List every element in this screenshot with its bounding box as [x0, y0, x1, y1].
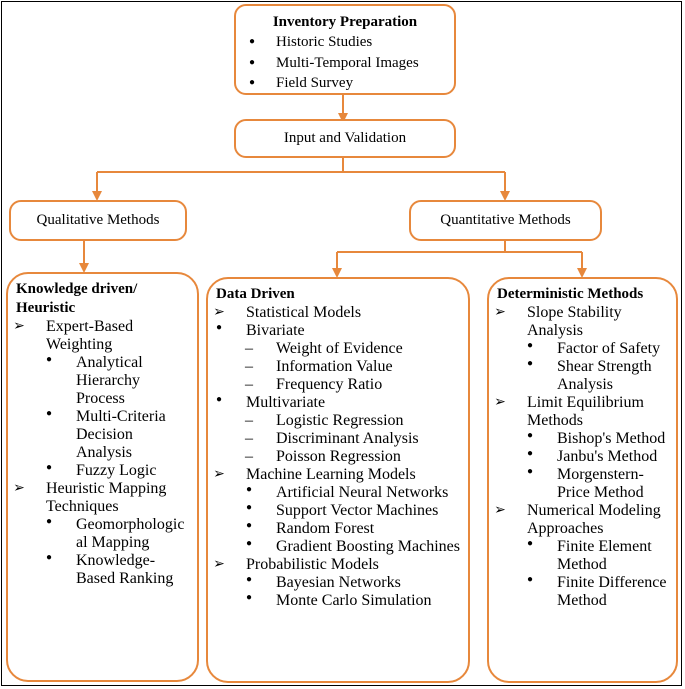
bullet-icon: ●	[526, 358, 534, 369]
list-item: ●Finite Element Method	[497, 538, 670, 574]
list-item: ●Random Forest	[216, 520, 462, 538]
arrowhead-bullet-icon: ➢	[13, 319, 25, 334]
bullet-icon: ●	[526, 466, 534, 477]
list-item: –Logistic Regression	[216, 412, 462, 430]
arrowhead-bullet-icon: ➢	[13, 481, 25, 496]
arrowhead-bullet-icon: ➢	[213, 305, 225, 320]
list-item: –Discriminant Analysis	[216, 430, 462, 448]
inventory-item: Multi-Temporal Images	[236, 53, 454, 74]
list-item: ●Gradient Boosting Machines	[216, 538, 462, 556]
bullet-icon: ●	[245, 538, 253, 549]
list-item: ➢Probabilistic Models	[213, 556, 462, 574]
deterministic-box: Deterministic Methods ➢Slope Stability A…	[487, 277, 678, 683]
bullet-icon: ●	[45, 462, 53, 473]
dash-bullet-icon: –	[245, 412, 253, 429]
bullet-icon: ●	[45, 354, 53, 365]
list-item: ●Analytical Hierarchy Process	[16, 354, 191, 408]
dash-bullet-icon: –	[245, 448, 253, 465]
bullet-icon: ●	[245, 520, 253, 531]
dash-bullet-icon: –	[245, 358, 253, 375]
dash-bullet-icon: –	[245, 376, 253, 393]
bullet-icon: ●	[526, 340, 534, 351]
list-item: ●Factor of Safety	[497, 340, 670, 358]
list-item: ●Bishop's Method	[497, 430, 670, 448]
quantitative-box: Quantitative Methods	[409, 200, 602, 241]
knowledge-box: Knowledge driven/ Heuristic ➢Expert-Base…	[6, 272, 199, 682]
list-item: ➢Statistical Models	[213, 304, 462, 322]
list-item: ●Artificial Neural Networks	[216, 484, 462, 502]
bullet-icon: ●	[45, 516, 53, 527]
bullet-icon: ●	[245, 502, 253, 513]
list-item: ➢Heuristic Mapping Techniques	[13, 480, 191, 516]
inventory-item: Historic Studies	[236, 32, 454, 53]
arrowhead-bullet-icon: ➢	[494, 395, 506, 410]
list-item: ➢Slope Stability Analysis	[494, 304, 670, 340]
list-item: ●Morgenstern-Price Method	[497, 466, 670, 502]
list-item: ●Geomorphological Mapping	[16, 516, 191, 552]
list-item: ➢Numerical Modeling Approaches	[494, 502, 670, 538]
list-item: ➢Expert-Based Weighting	[13, 318, 191, 354]
bullet-icon: ●	[245, 574, 253, 585]
list-item: ➢Limit Equilibrium Methods	[494, 394, 670, 430]
bullet-icon: ●	[245, 592, 253, 603]
bullet-icon: ●	[215, 394, 223, 405]
list-item: ●Knowledge-Based Ranking	[16, 552, 191, 588]
input-validation-label: Input and Validation	[283, 130, 407, 146]
data-driven-title: Data Driven	[216, 286, 295, 302]
list-item: –Frequency Ratio	[216, 376, 462, 394]
knowledge-title-line2: Heuristic	[16, 300, 76, 316]
bullet-icon: ●	[526, 448, 534, 459]
bullet-icon: ●	[45, 408, 53, 419]
inventory-box: Inventory Preparation Historic Studies M…	[234, 4, 456, 95]
bullet-icon: ●	[526, 430, 534, 441]
inventory-title: Inventory Preparation	[272, 14, 418, 30]
arrowhead-bullet-icon: ➢	[213, 467, 225, 482]
inventory-list: Historic Studies Multi-Temporal Images F…	[236, 32, 454, 94]
list-item: ●Fuzzy Logic	[16, 462, 191, 480]
qualitative-label: Qualitative Methods	[36, 212, 160, 228]
arrowhead-bullet-icon: ➢	[494, 503, 506, 518]
input-validation-box: Input and Validation	[234, 119, 456, 158]
list-item: ●Bivariate	[216, 322, 462, 340]
list-item: ●Bayesian Networks	[216, 574, 462, 592]
dash-bullet-icon: –	[245, 430, 253, 447]
arrowhead-bullet-icon: ➢	[494, 305, 506, 320]
list-item: ●Finite Difference Method	[497, 574, 670, 610]
list-item: ●Janbu's Method	[497, 448, 670, 466]
bullet-icon: ●	[245, 484, 253, 495]
bullet-icon: ●	[45, 552, 53, 563]
list-item: ➢Machine Learning Models	[213, 466, 462, 484]
bullet-icon: ●	[526, 574, 534, 585]
list-item: –Information Value	[216, 358, 462, 376]
bullet-icon: ●	[526, 538, 534, 549]
list-item: –Poisson Regression	[216, 448, 462, 466]
list-item: ●Support Vector Machines	[216, 502, 462, 520]
quantitative-label: Quantitative Methods	[440, 212, 571, 228]
knowledge-title: Knowledge driven/	[16, 281, 138, 297]
list-item: –Weight of Evidence	[216, 340, 462, 358]
list-item: ●Multi-Criteria Decision Analysis	[16, 408, 191, 462]
list-item: ●Multivariate	[216, 394, 462, 412]
arrowhead-bullet-icon: ➢	[213, 557, 225, 572]
bullet-icon: ●	[215, 322, 223, 333]
qualitative-box: Qualitative Methods	[9, 200, 187, 241]
deterministic-title: Deterministic Methods	[497, 286, 644, 302]
list-item: ●Monte Carlo Simulation	[216, 592, 462, 610]
inventory-item: Field Survey	[236, 73, 454, 94]
dash-bullet-icon: –	[245, 340, 253, 357]
list-item: ●Shear Strength Analysis	[497, 358, 670, 394]
data-driven-box: Data Driven ➢Statistical Models ●Bivaria…	[206, 277, 470, 683]
